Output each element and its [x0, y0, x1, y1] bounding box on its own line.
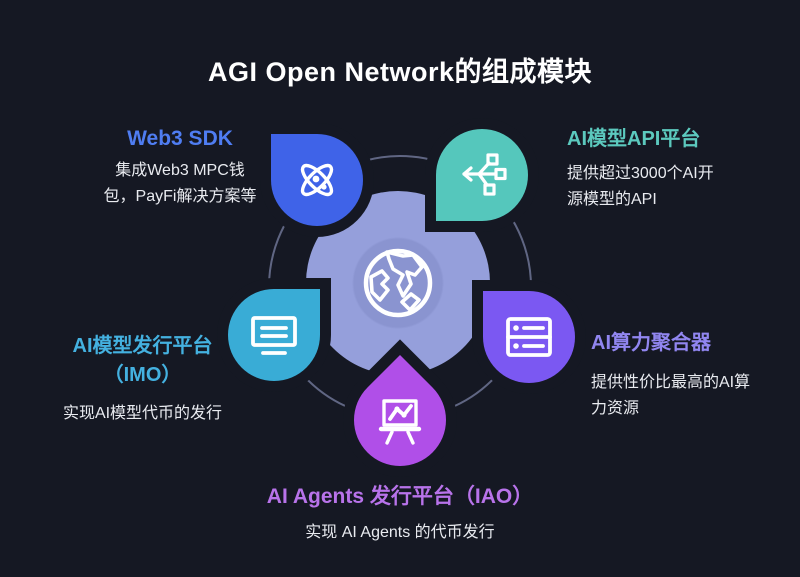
server-icon [503, 314, 555, 360]
central-hub [306, 191, 490, 375]
node-block-ai-agents-iao: AI Agents 发行平台（IAO） 实现 AI Agents 的代币发行 [0, 482, 800, 546]
node-label: AI模型发行平台 （IMO） [25, 332, 260, 390]
petal-web3-sdk [271, 134, 363, 226]
node-description: 实现AI模型代币的发行 [25, 401, 260, 427]
node-block-ai-power-aggregator: AI算力聚合器 提供性价比最高的AI算 力资源 [591, 329, 786, 422]
desc-line: 力资源 [591, 400, 640, 417]
page-title: AGI Open Network的组成模块 [207, 57, 593, 87]
monitor-icon [249, 310, 299, 360]
petal-ai-power-aggregator [483, 291, 575, 383]
globe-icon [360, 245, 436, 321]
easel-chart-icon [365, 385, 436, 456]
node-block-web3-sdk: Web3 SDK 集成Web3 MPC钱 包，PayFi解决方案等 [55, 124, 305, 210]
label-line: AI模型发行平台 [72, 335, 213, 357]
node-label: AI Agents 发行平台（IAO） [266, 485, 534, 508]
desc-line: 提供性价比最高的AI算 [591, 374, 751, 391]
desc-line: 集成Web3 MPC钱 [115, 162, 245, 179]
label-line: （IMO） [103, 364, 182, 386]
node-label: Web3 SDK [127, 127, 233, 150]
desc-line: 源模型的API [567, 191, 657, 208]
desc-line: 包，PayFi解决方案等 [103, 188, 257, 205]
desc-line: 提供超过3000个AI开 [567, 165, 714, 182]
node-description: 提供超过3000个AI开 源模型的API [567, 161, 782, 213]
node-description: 提供性价比最高的AI算 力资源 [591, 370, 786, 422]
node-block-ai-model-imo: AI模型发行平台 （IMO） 实现AI模型代币的发行 [25, 332, 260, 427]
atom-icon [294, 157, 340, 203]
petal-ai-agents-iao [334, 354, 466, 486]
desc-line: 实现AI模型代币的发行 [62, 405, 223, 422]
petal-ai-model-imo [228, 289, 320, 381]
node-block-ai-model-api: AI模型API平台 提供超过3000个AI开 源模型的API [567, 125, 782, 213]
node-description: 集成Web3 MPC钱 包，PayFi解决方案等 [55, 158, 305, 210]
branch-icon [457, 150, 507, 200]
desc-line: 实现 AI Agents 的代币发行 [305, 524, 495, 541]
node-label: AI模型API平台 [567, 128, 701, 150]
node-label: AI算力聚合器 [591, 332, 711, 354]
petal-ai-model-api [436, 129, 528, 221]
node-description: 实现 AI Agents 的代币发行 [0, 520, 800, 546]
